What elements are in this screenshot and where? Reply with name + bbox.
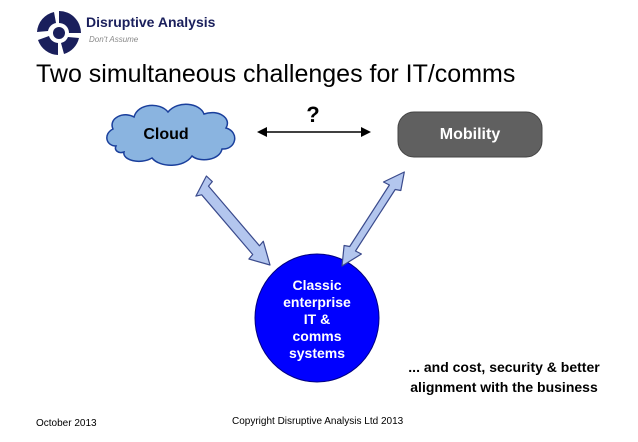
- classic-label-line: Classic: [292, 277, 342, 293]
- classic-systems-circle: [254, 253, 380, 383]
- classic-label-line: enterprise: [283, 294, 351, 310]
- mobility-box: [397, 111, 543, 158]
- note-line: alignment with the business: [410, 379, 598, 395]
- logo-mark-icon: [37, 11, 81, 55]
- footer-copyright: Copyright Disruptive Analysis Ltd 2013: [232, 416, 404, 427]
- note-line: ... and cost, security & better: [408, 359, 600, 375]
- footer-date: October 2013: [36, 418, 97, 429]
- slide-title: Two simultaneous challenges for IT/comms: [36, 60, 516, 88]
- link-arrowhead-right: [361, 127, 371, 137]
- cloud-label: Cloud: [143, 126, 189, 143]
- link-arrowhead-left: [257, 127, 267, 137]
- mobility-label: Mobility: [439, 126, 501, 143]
- mobility-classic-arrow: [341, 171, 405, 267]
- question-mark: ?: [306, 102, 320, 127]
- classic-systems-label: Classic enterprise IT & comms systems: [262, 277, 372, 362]
- classic-label-line: systems: [288, 345, 346, 361]
- company-logo: Disruptive Analysis Don't Assume: [34, 8, 264, 58]
- cloud-shape: [106, 103, 236, 166]
- logo-tagline: Don't Assume: [89, 35, 139, 44]
- cost-security-note: ... and cost, security & better alignmen…: [396, 357, 612, 397]
- classic-label-line: IT &: [303, 311, 331, 327]
- logo-company-name: Disruptive Analysis: [86, 14, 216, 30]
- cloud-classic-arrow: [195, 175, 271, 266]
- classic-label-line: comms: [292, 328, 342, 344]
